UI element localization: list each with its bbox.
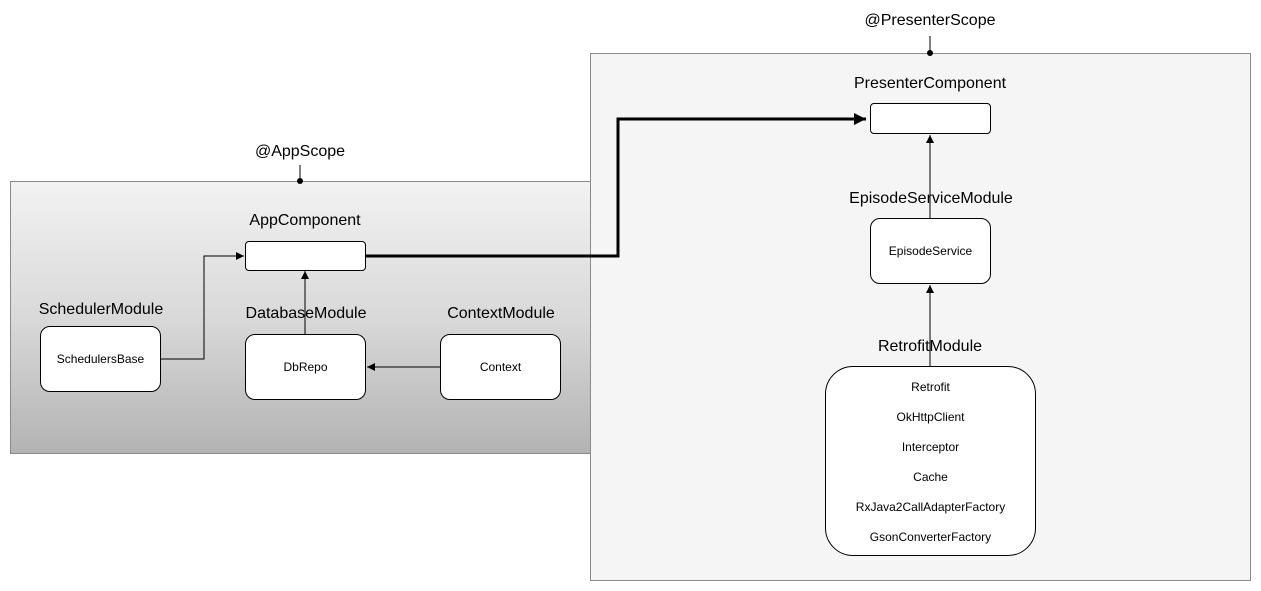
interceptor-item: Interceptor (901, 440, 960, 454)
dbrepo-node[interactable]: DbRepo (245, 334, 366, 400)
retrofit-item: Retrofit (911, 380, 950, 394)
cache-item: Cache (913, 470, 948, 484)
retrofit-module-node[interactable]: Retrofit OkHttpClient Interceptor Cache … (825, 366, 1036, 556)
app-scope-container (10, 181, 596, 454)
context-text: Context (479, 360, 522, 374)
episode-service-text: EpisodeService (888, 244, 973, 258)
app-scope-pin-dot (297, 178, 303, 184)
edge-app-to-presenter (366, 113, 866, 258)
database-module-label: DatabaseModule (245, 305, 367, 322)
edge-schedulers-to-app (161, 252, 244, 360)
schedulers-base-text: SchedulersBase (56, 352, 145, 366)
schedulers-base-node[interactable]: SchedulersBase (40, 326, 161, 392)
retrofit-module-label: RetrofitModule (877, 338, 983, 355)
episode-service-node[interactable]: EpisodeService (870, 218, 991, 284)
episode-service-module-label: EpisodeServiceModule (849, 190, 1013, 207)
presenter-scope-pin-dot (927, 50, 933, 56)
presenter-scope-label: @PresenterScope (864, 12, 996, 29)
presenter-component-node[interactable] (870, 103, 991, 134)
app-scope-label: @AppScope (254, 143, 346, 160)
context-node[interactable]: Context (440, 334, 561, 400)
presenter-component-label: PresenterComponent (853, 75, 1007, 92)
rxjava-call-adapter-item: RxJava2CallAdapterFactory (855, 500, 1006, 514)
okhttpclient-item: OkHttpClient (896, 410, 965, 424)
dbrepo-text: DbRepo (283, 360, 328, 374)
scheduler-module-label: SchedulerModule (38, 301, 164, 318)
context-module-label: ContextModule (447, 305, 555, 322)
gson-converter-item: GsonConverterFactory (869, 530, 992, 544)
app-component-node[interactable] (245, 241, 366, 271)
app-component-label: AppComponent (249, 212, 361, 229)
